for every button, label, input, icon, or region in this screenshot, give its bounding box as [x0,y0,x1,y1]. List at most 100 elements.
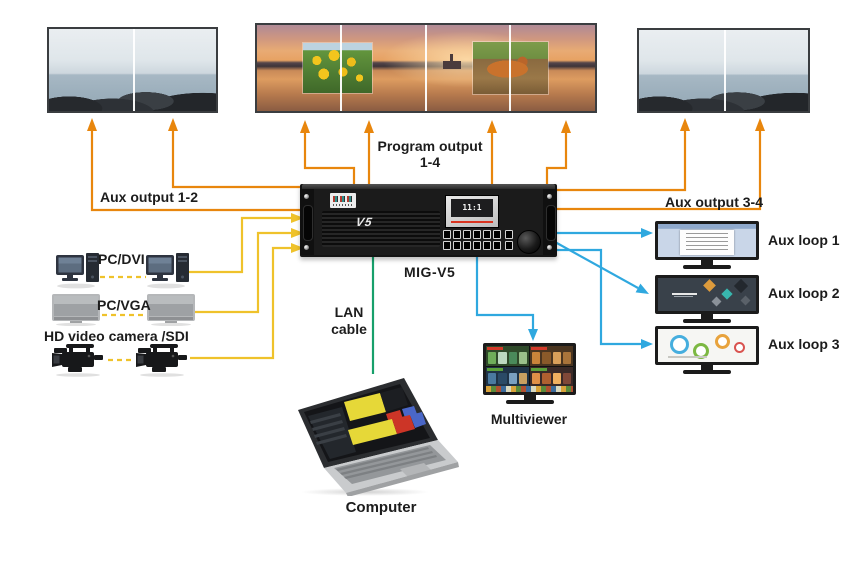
tv-base [683,370,731,374]
diamond-shape [703,278,716,292]
vent-grille [322,211,440,247]
computer-label: Computer [345,499,417,516]
thumbnail-row [488,372,527,384]
jog-knob [517,230,541,254]
panel-button [443,241,451,250]
circle-shape [734,342,746,354]
panel-button [473,230,481,239]
document-screen [658,224,756,257]
panel-button [483,230,491,239]
lan-cable-label: LAN cable [328,304,370,338]
panel-divider [340,25,342,111]
slide-subtitle [673,296,694,298]
lcd-red-bar [451,221,493,223]
presentation-screen [658,278,756,311]
laptop-icon [298,378,459,496]
panel-divider [509,25,511,111]
v5-logo: V5 [354,215,374,229]
control-buttons [443,230,541,254]
program-output-lines [90,130,762,212]
program-output-line1: Program output [377,138,483,154]
thumbnail-row [532,372,571,384]
yellow-arrowheads [291,213,304,253]
diamond-shape [734,279,749,294]
multiviewer-quadrant [486,346,529,366]
screw-icon [547,194,552,199]
panel-divider [133,29,135,111]
multiviewer-screen [486,346,573,392]
tv-base [683,265,731,269]
aux-output-12-label: Aux output 1-2 [100,189,198,205]
panel-divider [425,25,427,111]
aux-loop-3-monitor [655,326,759,374]
rack-handle [303,205,313,241]
pc-vga-label: PC/VGA [97,297,151,313]
panel-divider [724,30,726,111]
pc-dvi-icon-2 [146,253,189,289]
document-page [679,229,735,256]
sticker-pixels [333,196,353,202]
screw-icon [304,245,309,250]
lcd-readout: 11:1 [451,199,493,217]
sdi-camera-icon-2 [136,344,187,377]
hd-camera-sdi-label: HD video camera /SDI [44,328,189,344]
multiviewer-quadrant [530,366,573,386]
aux-loop-3-label: Aux loop 3 [768,336,840,352]
tv-stand [701,365,713,370]
multiviewer-quadrant [486,366,529,386]
panel-button [493,230,501,239]
aux-display-left [47,27,218,113]
device-top-bevel [302,184,555,189]
lcd-screen: 11:1 [445,195,499,228]
program-output-line2: 1-4 [419,154,441,170]
panel-button [453,241,461,250]
tv-frame [483,343,576,395]
rack-handle [546,205,556,241]
sdi-camera-icon-1 [52,344,103,377]
multiviewer-monitor [483,343,576,404]
quadrant-tag [531,347,547,350]
sunflower-pip [303,43,372,93]
input-lines [100,216,292,362]
document-text-lines [686,233,728,252]
tv-base [505,400,554,404]
tv-frame [655,326,759,365]
diamond-shape [721,288,733,300]
thumbnail-strip [486,386,573,392]
pc-vga-icon-2 [147,294,195,326]
tv-base [683,319,731,323]
village-silhouette [443,61,461,69]
diamond-shape [740,295,751,306]
rack-ear-right [543,189,557,255]
video-processor: V5 11:1 [300,184,557,257]
panel-button [473,241,481,250]
slide-caption [667,356,707,359]
quadrant-tag [531,367,547,371]
program-wall [255,23,597,113]
aux-loop-1-monitor [655,221,759,269]
button-grid [443,230,501,250]
tv-stand [701,314,713,319]
panel-button [453,230,461,239]
device-model-label: MIG-V5 [404,264,456,280]
screw-icon [547,245,552,250]
quadrant-tag [487,347,503,350]
panel-button [505,241,513,250]
aux-loop-lines [475,231,641,346]
lan-label-line1: LAN [334,304,364,320]
circle-shape [714,334,730,350]
aux-loop-1-label: Aux loop 1 [768,232,840,248]
thumbnail-row [488,352,527,364]
multiviewer-grid [486,346,573,386]
quadrant-tag [487,367,503,371]
tv-stand [523,395,536,400]
sticker-barcode [333,204,353,206]
diamond-shape [711,296,722,307]
program-output-label: Program output 1-4 [345,138,515,170]
screw-icon [304,194,309,199]
panel-button [443,230,451,239]
pc-dvi-label: PC/DVI [98,251,145,267]
device-sticker [330,193,356,208]
tv-frame [655,221,759,260]
